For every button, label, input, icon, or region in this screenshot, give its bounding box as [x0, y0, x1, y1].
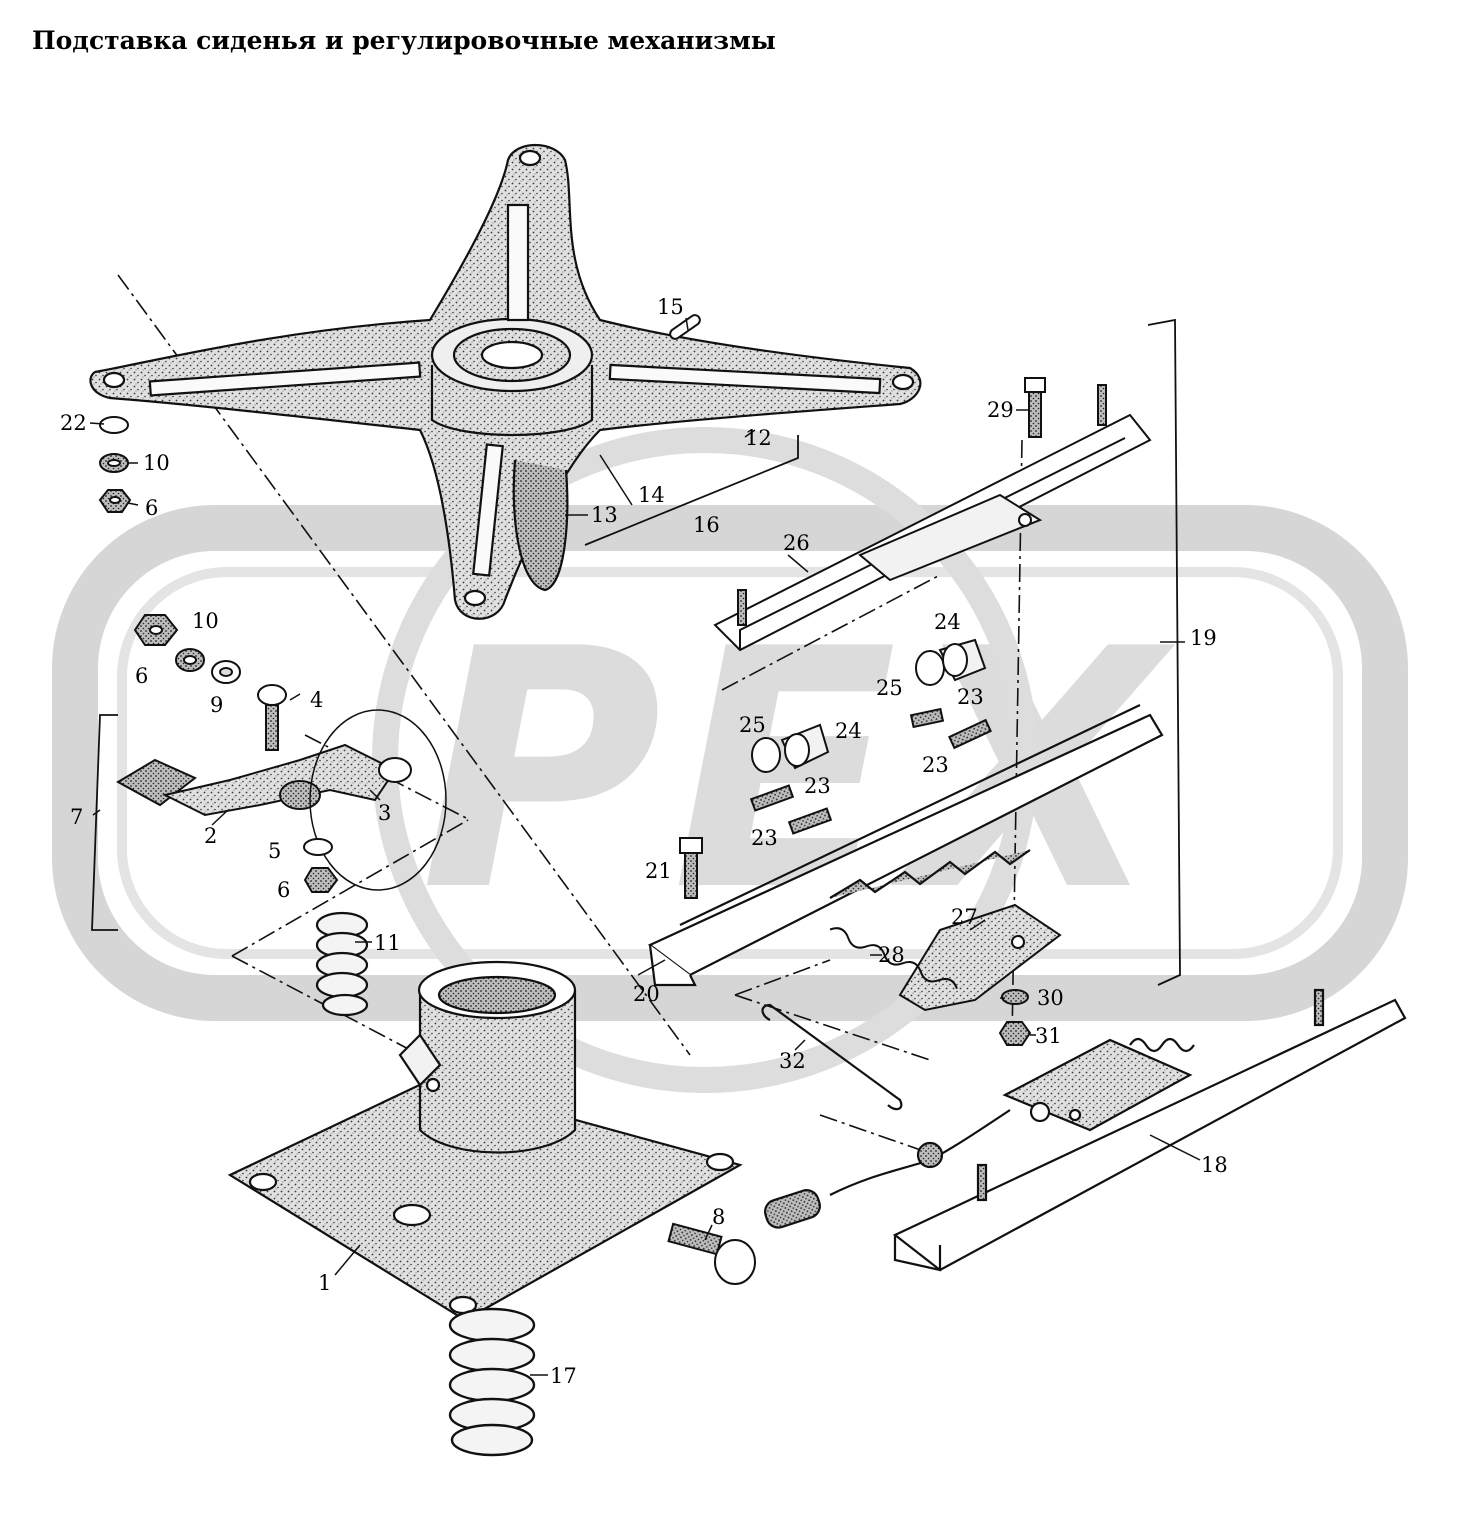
callout: 14 — [638, 483, 665, 507]
callout: 25 — [739, 713, 766, 737]
callout: 8 — [712, 1205, 725, 1229]
callout: 25 — [876, 676, 903, 700]
callout: 22 — [60, 411, 87, 435]
callout: 23 — [957, 685, 984, 709]
callout: 5 — [268, 839, 281, 863]
rail-19 — [647, 704, 1164, 987]
callout: 23 — [804, 774, 831, 798]
callout: 13 — [591, 503, 618, 527]
callout: 16 — [693, 513, 720, 537]
callout: 29 — [987, 398, 1014, 422]
leader-lines — [89, 317, 1201, 1376]
callout: 21 — [645, 859, 672, 883]
callout: 6 — [277, 878, 290, 902]
bolt-8 — [667, 1222, 756, 1285]
nut-stack-right — [998, 989, 1032, 1046]
pin-15 — [669, 314, 701, 340]
callout: 24 — [835, 719, 862, 743]
callout: 28 — [878, 943, 905, 967]
callout: 23 — [922, 753, 949, 777]
bushings-group — [749, 638, 992, 835]
callout: 12 — [745, 426, 772, 450]
callout: 19 — [1190, 626, 1217, 650]
callout: 20 — [633, 982, 660, 1006]
callout: 18 — [1201, 1153, 1228, 1177]
callout: 26 — [783, 531, 810, 555]
callout: 31 — [1035, 1024, 1062, 1048]
callout: 11 — [374, 931, 401, 955]
callout: 15 — [657, 295, 684, 319]
rail-26 — [713, 384, 1152, 652]
spring-11 — [315, 911, 369, 1017]
nut-stack-left — [98, 416, 132, 513]
rod-32 — [761, 1003, 903, 1111]
callout: 6 — [135, 664, 148, 688]
callout: 6 — [145, 496, 158, 520]
lever-assembly — [115, 684, 447, 891]
callout: 3 — [378, 801, 391, 825]
callout: 24 — [934, 610, 961, 634]
callout: 1 — [318, 1271, 331, 1295]
crossbar-12 — [89, 143, 922, 620]
callout: 32 — [779, 1049, 806, 1073]
bolt-21 — [679, 837, 703, 899]
bolt-29 — [1024, 377, 1046, 438]
callout: 9 — [210, 693, 223, 717]
page-title: Подставка сиденья и регулировочные механ… — [32, 26, 776, 55]
crossbar-hub-hole — [480, 340, 544, 370]
callout-labels: 1 2 3 4 5 6 6 6 6 7 8 9 10 10 11 12 13 1… — [60, 295, 1228, 1388]
base-plate-1 — [227, 960, 743, 1322]
callout: 17 — [550, 1364, 577, 1388]
callout: 7 — [70, 805, 83, 829]
spring-28 — [829, 927, 958, 990]
watermark: РЕХ — [52, 427, 1408, 1093]
lever-outline-ellipse — [309, 709, 447, 891]
watermark-frame — [52, 505, 1408, 1021]
callout: 4 — [310, 688, 323, 712]
callout: 2 — [204, 824, 217, 848]
spring-17 — [448, 1307, 536, 1457]
brackets — [91, 318, 1181, 986]
callout: 30 — [1037, 986, 1064, 1010]
callout: 10 — [143, 451, 170, 475]
latch-plate-27 — [898, 903, 1062, 1012]
callout: 27 — [951, 905, 978, 929]
callout: 10 — [192, 609, 219, 633]
callout: 23 — [751, 826, 778, 850]
nut-stack-upper-left — [133, 614, 339, 893]
